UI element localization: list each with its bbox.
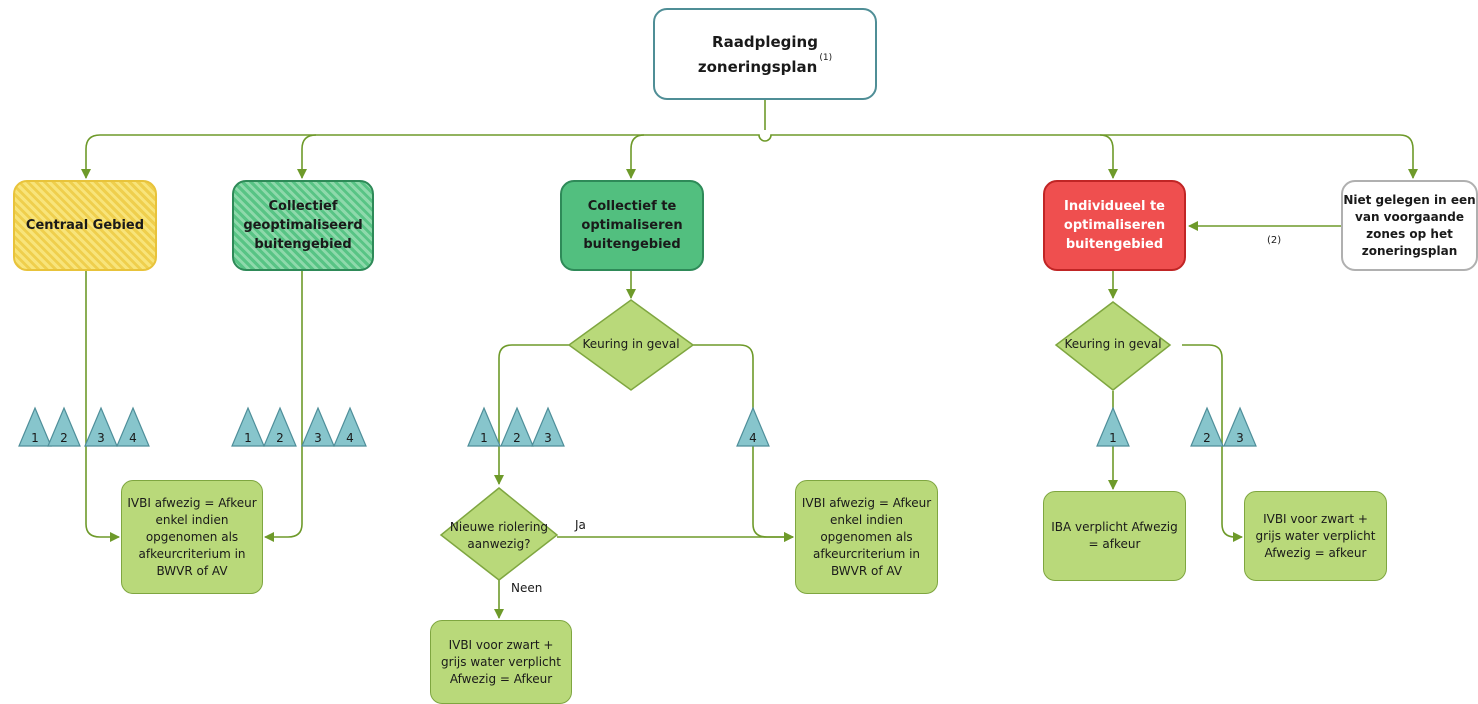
connector-keuring-right-side [1182,344,1243,542]
criterion-triangle-number: 3 [544,431,552,445]
criterion-triangle-number: 1 [31,431,39,445]
zone-collectief-te-opt-label: Collectief te optimaliseren buitengebied [581,199,683,252]
connector-collectief-geopt-down [264,271,303,542]
zone-individueel-te-optimaliseren: Individueel te optimaliseren buitengebie… [1043,180,1186,271]
criteria-triangles: 1 2 3 4 1 2 3 4 1 2 3 4 1 2 3 [18,406,1257,447]
criterion-triangle-number: 4 [129,431,137,445]
zone-collectief-te-optimaliseren: Collectief te optimaliseren buitengebied [560,180,704,271]
criterion-triangle-number: 1 [480,431,488,445]
result-ivbi-verplicht-right: IVBI voor zwart + grijs water verplicht … [1244,491,1387,581]
decision-diamond-keuring-right [1054,301,1172,391]
criterion-triangle-number: 2 [276,431,284,445]
zone-niet-gelegen-label: Niet gelegen in een van voorgaande zones… [1343,192,1476,258]
connector-keuring-left [494,344,570,485]
criterion-triangle-number: 3 [1236,431,1244,445]
zone-collectief-geoptimaliseerd: Collectief geoptimaliseerd buitengebied [232,180,374,271]
root-node: Raadpleging zoneringsplan(1) [653,8,877,100]
result-ivbi-afwezig-left: IVBI afwezig = Afkeur enkel indien opgen… [121,480,263,594]
edge-label-ja: Ja [575,518,586,532]
decision-keuring-mid-label: Keuring in geval [582,337,680,351]
criterion-triangle [301,406,335,447]
criterion-triangle [47,406,81,447]
criterion-triangle [1096,406,1130,447]
connector-to-niet-gelegen [1399,134,1418,179]
criterion-triangle [18,406,52,447]
zone-centraal-gebied: Centraal Gebied [13,180,157,271]
connector-centraal-down [85,271,120,542]
criterion-triangle [333,406,367,447]
edge-label-neen: Neen [511,581,543,595]
criterion-triangle-number: 1 [244,431,252,445]
criterion-triangle-number: 2 [1203,431,1211,445]
result-ivbi-afwezig-left-text: IVBI afwezig = Afkeur enkel indien opgen… [127,495,257,578]
criterion-triangle [467,406,501,447]
zone-collectief-geopt-label: Collectief geoptimaliseerd buitengebied [243,199,363,252]
decision-keuring-right-label: Keuring in geval [1064,337,1162,351]
connectors [81,100,1418,619]
criterion-triangle [84,406,118,447]
zone-centraal-label: Centraal Gebied [25,218,145,233]
root-note: (1) [819,52,833,63]
decision-nieuwe-riolering-label: Nieuwe riolering aanwezig? [449,520,549,551]
result-ivbi-verplicht-mid: IVBI voor zwart + grijs water verplicht … [430,620,572,704]
criterion-triangle [500,406,534,447]
criterion-triangle [116,406,150,447]
result-ivbi-afwezig-mid: IVBI afwezig = Afkeur enkel indien opgen… [795,480,938,594]
criterion-triangle [531,406,565,447]
criterion-triangle [263,406,297,447]
decision-diamond-nieuwe-riolering [439,487,559,581]
result-ivbi-verplicht-right-text: IVBI voor zwart + grijs water verplicht … [1255,511,1376,560]
result-iba-verplicht: IBA verplicht Afwezig = afkeur [1043,491,1186,581]
connector-to-collectief-te-opt [626,134,645,179]
criterion-triangle-number: 4 [346,431,354,445]
result-iba-verplicht-text: IBA verplicht Afwezig = afkeur [1051,520,1178,551]
zone-niet-gelegen: Niet gelegen in een van voorgaande zones… [1341,180,1478,271]
root-title: Raadpleging zoneringsplan [697,32,818,76]
decision-diamond-keuring-mid [567,299,695,391]
criterion-triangle-number: 2 [513,431,521,445]
criterion-triangle [1190,406,1224,447]
connector-to-individueel [1099,134,1118,179]
criterion-triangle-number: 3 [314,431,322,445]
result-ivbi-afwezig-mid-text: IVBI afwezig = Afkeur enkel indien opgen… [801,495,932,578]
zone-individueel-label: Individueel te optimaliseren buitengebie… [1063,199,1166,252]
connector-to-collectief-geopt [297,134,317,179]
criterion-triangle-number: 2 [60,431,68,445]
criterion-triangle-number: 3 [97,431,105,445]
criterion-triangle [1223,406,1257,447]
criterion-triangle-number: 4 [749,431,757,445]
criterion-triangle [231,406,265,447]
connector-bus [100,134,1400,142]
criterion-triangle-number: 1 [1109,431,1117,445]
connector-to-centraal [81,134,101,179]
edge-label-note2: (2) [1267,235,1282,246]
result-ivbi-verplicht-mid-text: IVBI voor zwart + grijs water verplicht … [441,637,561,686]
criterion-triangle [736,406,770,447]
